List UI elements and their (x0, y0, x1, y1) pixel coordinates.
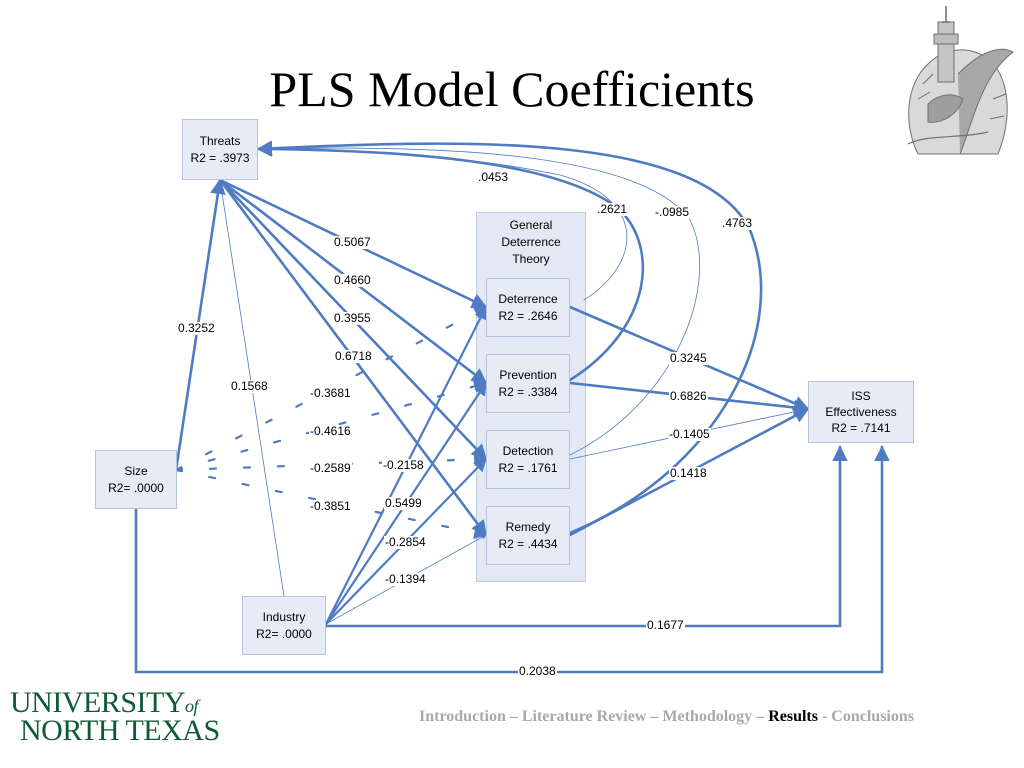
node-industry-name: Industry (262, 610, 306, 625)
node-detection: Detection R2 = .1761 (486, 430, 570, 489)
node-prevention-r2: R2 = .3384 (498, 384, 558, 399)
coef-industry-threats: 0.1568 (230, 379, 269, 394)
coef-threats-prevention: 0.4660 (333, 273, 372, 288)
coef-threats-detection: 0.3955 (333, 311, 372, 326)
coef-prevention-threats: .2621 (596, 202, 629, 217)
nav-introduction[interactable]: Introduction (419, 708, 506, 725)
coef-industry-remedy: -0.1394 (384, 572, 427, 587)
nav-results[interactable]: Results (768, 708, 818, 725)
node-size-name: Size (124, 464, 148, 479)
coef-industry-iss: 0.1677 (646, 618, 685, 633)
nav-sep: – (752, 708, 769, 725)
gdt-label-line3: Theory (512, 251, 550, 266)
coef-size-iss: 0.2038 (518, 664, 557, 679)
node-industry: Industry R2= .0000 (242, 596, 326, 655)
university-seal-icon (907, 6, 1014, 155)
coef-size-prevention: -0.4616 (309, 424, 352, 439)
path-prevention-threats (256, 141, 645, 382)
coef-size-threats: 0.3252 (177, 321, 216, 336)
node-threats: Threats R2 = .3973 (182, 119, 258, 180)
coef-detection-iss: -0.1405 (668, 427, 711, 442)
node-remedy-r2: R2 = .4434 (498, 536, 558, 551)
node-threats-r2: R2 = .3973 (190, 150, 250, 165)
coef-remedy-threats: .4763 (721, 216, 754, 231)
gdt-label-line2: Deterrence (501, 234, 561, 249)
node-detection-name: Detection (502, 444, 554, 459)
nav-methodology[interactable]: Methodology (662, 708, 753, 725)
gdt-group-label: General Deterrence Theory (476, 217, 586, 267)
nav-sep: – (505, 708, 522, 725)
coef-remedy-iss: 0.1418 (669, 466, 708, 481)
node-deterrence-r2: R2 = .2646 (498, 308, 558, 323)
nav-sep: – (646, 708, 663, 725)
node-prevention-name: Prevention (499, 368, 557, 383)
logo-line1: UNIVERSITYof (10, 686, 199, 720)
logo-line2: NORTH TEXAS (20, 714, 220, 747)
path-detection-threats (257, 146, 701, 456)
node-remedy: Remedy R2 = .4434 (486, 506, 570, 565)
node-iss-line2: Effectiveness (825, 404, 897, 419)
node-remedy-name: Remedy (505, 520, 551, 535)
coef-threats-deterrence: 0.5067 (333, 235, 372, 250)
path-size-iss (134, 445, 890, 674)
coef-detection-threats: -.0985 (654, 205, 691, 220)
logo-university: UNIVERSITY (10, 686, 186, 719)
node-iss-line1: ISS (851, 388, 871, 403)
coef-threats-remedy: 0.6718 (334, 349, 373, 364)
node-industry-r2: R2= .0000 (256, 626, 312, 641)
page-title: PLS Model Coefficients (269, 61, 755, 117)
path-industry-iss (324, 445, 848, 628)
coef-prevention-iss: 0.6826 (669, 389, 708, 404)
coef-size-remedy: -0.3851 (309, 499, 352, 514)
coef-industry-deterrence: -0.2158 (382, 458, 425, 473)
coef-deterrence-threats: .0453 (477, 170, 510, 185)
node-deterrence: Deterrence R2 = .2646 (486, 278, 570, 337)
nav-literature-review[interactable]: Literature Review (521, 708, 647, 725)
coef-industry-prevention: 0.5499 (384, 496, 423, 511)
coef-deterrence-iss: 0.3245 (669, 351, 708, 366)
footer-nav: Introduction – Literature Review – Metho… (419, 708, 914, 726)
coef-size-detection: -0.2589 (309, 461, 352, 476)
nav-sep: - (817, 708, 832, 725)
node-prevention: Prevention R2 = .3384 (486, 354, 570, 413)
node-iss-effectiveness: ISS Effectiveness R2 = .7141 (808, 381, 914, 443)
nav-conclusions[interactable]: Conclusions (831, 708, 914, 725)
node-size: Size R2= .0000 (95, 450, 177, 509)
node-iss-r2: R2 = .7141 (831, 421, 891, 436)
node-deterrence-name: Deterrence (498, 292, 558, 307)
coef-size-deterrence: -0.3681 (309, 386, 352, 401)
coef-industry-detection: -0.2854 (384, 535, 427, 550)
node-size-r2: R2= .0000 (108, 480, 164, 495)
node-detection-r2: R2 = .1761 (498, 460, 558, 475)
logo-of: of (185, 696, 199, 716)
node-threats-name: Threats (199, 134, 241, 149)
gdt-label-line1: General (509, 218, 553, 232)
